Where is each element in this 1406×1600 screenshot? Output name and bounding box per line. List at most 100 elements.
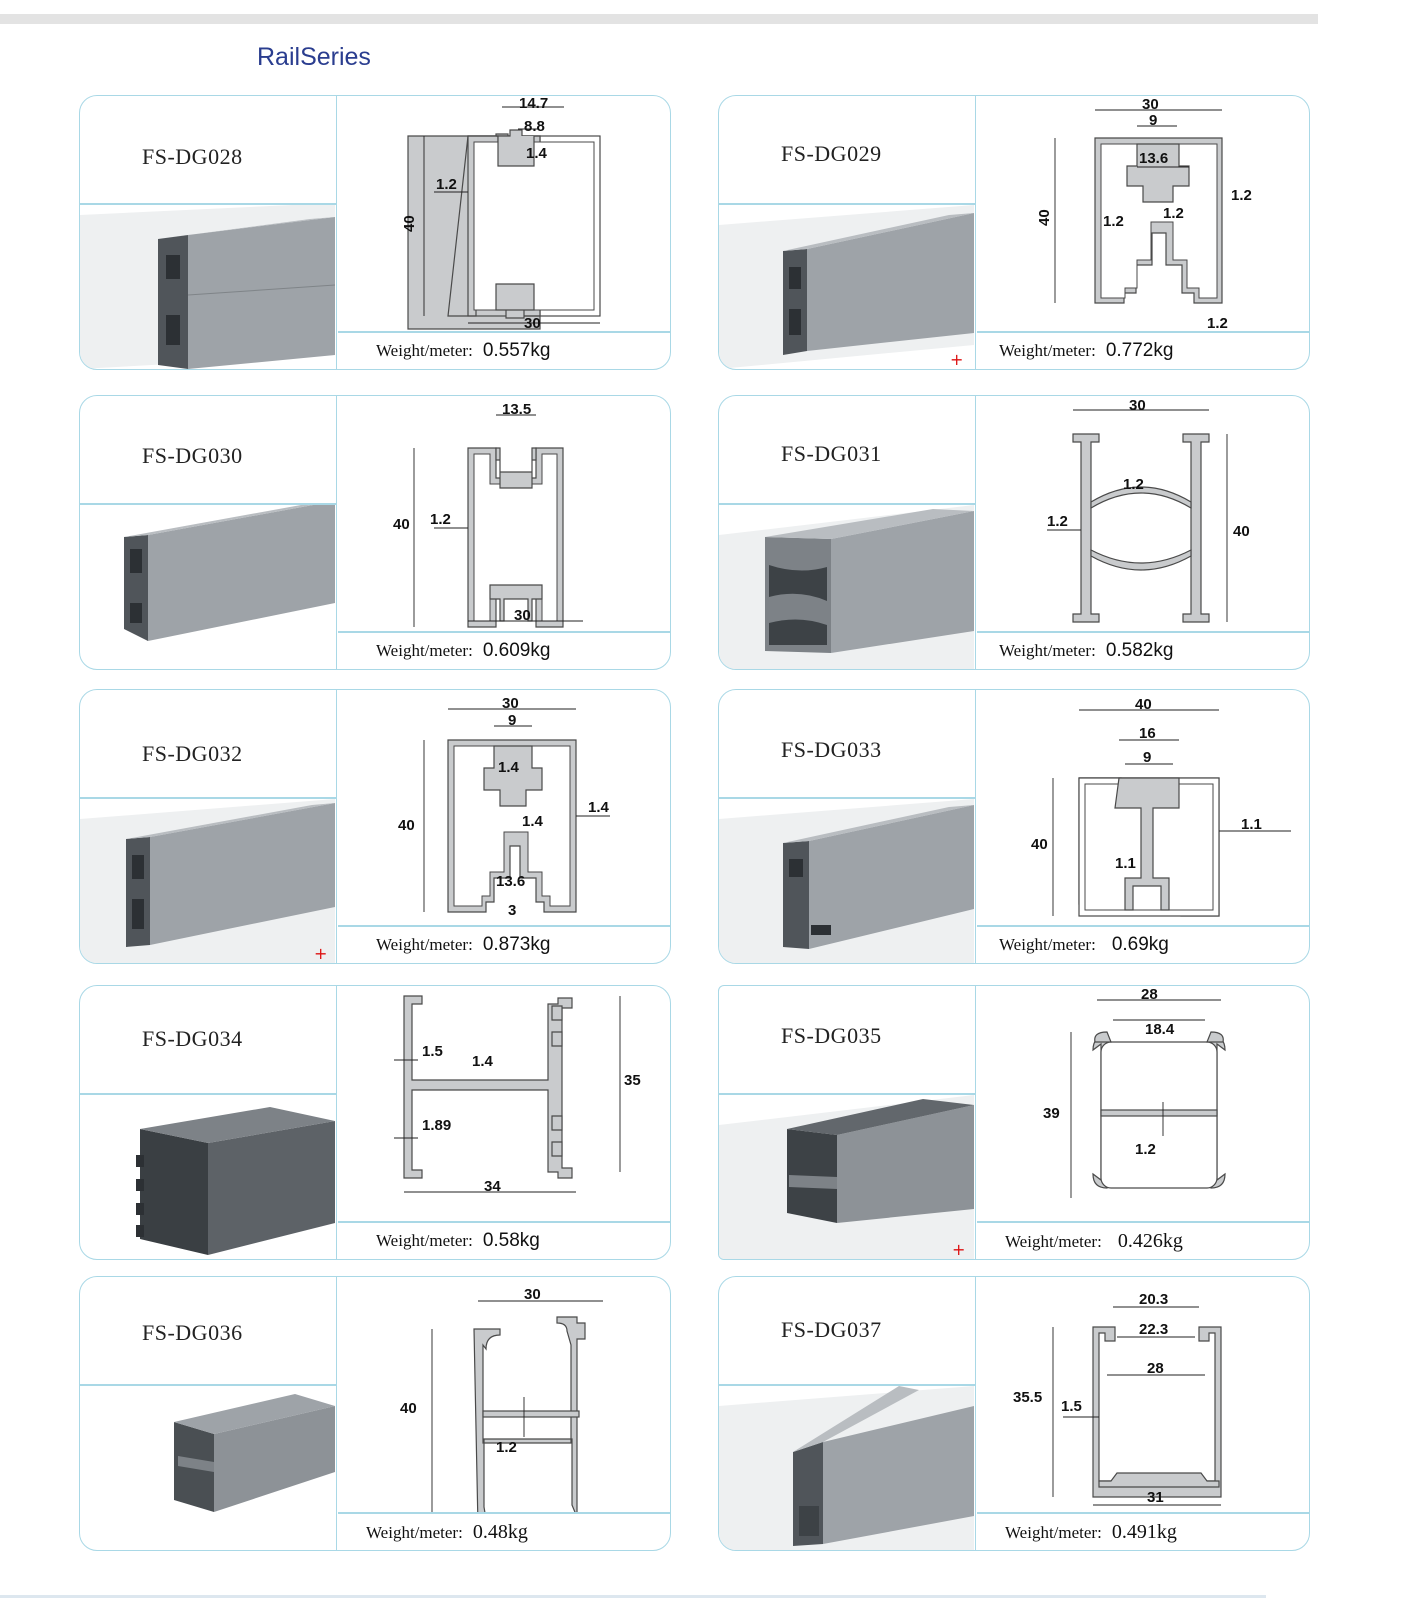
- product-card-dg032: FS-DG032 30 9 1.4 40 1.4 1.4 13.6 3 Weig…: [79, 689, 671, 964]
- dim-label: 1.4: [472, 1053, 494, 1070]
- product-photo: [719, 505, 974, 669]
- bottom-rule: [0, 1595, 1266, 1598]
- divider: [977, 925, 1309, 927]
- weight-label: Weight/meter:: [999, 341, 1096, 360]
- product-card-dg037: FS-DG037 20.3 22.3 28 35.5 1.5 31 Weight…: [718, 1276, 1310, 1551]
- weight-label: Weight/meter:: [1005, 1523, 1102, 1542]
- divider: [338, 925, 670, 927]
- product-photo: [719, 205, 974, 369]
- product-card-dg030: FS-DG030 13.5 40 1.2 30 Weight/meter:0.6…: [79, 395, 671, 670]
- product-info: FS-DG030: [80, 396, 337, 669]
- weight-value: 0.426kg: [1117, 1230, 1183, 1252]
- dim-label: 35.5: [1013, 1389, 1042, 1406]
- weight-value: 0.58kg: [482, 1230, 540, 1251]
- dim-label: 1.2: [1163, 205, 1184, 222]
- product-photo: [719, 799, 974, 963]
- weight-label: Weight/meter:: [376, 935, 473, 954]
- product-card-dg033: FS-DG033 40 16 9 40 1.1 1.1 Weight/meter…: [718, 689, 1310, 964]
- dim-label: 13.5: [502, 401, 531, 418]
- weight-row: Weight/meter: 0.58kg: [338, 1223, 670, 1259]
- dim-label: 1.2: [1135, 1141, 1156, 1158]
- divider: [80, 503, 337, 505]
- product-code: FS-DG036: [142, 1320, 243, 1345]
- weight-row: Weight/meter:0.48kg: [338, 1514, 670, 1550]
- divider: [80, 203, 337, 205]
- divider: [719, 503, 976, 505]
- dim-label: 39: [1043, 1105, 1060, 1122]
- dim-label: 40: [1233, 523, 1250, 540]
- divider: [338, 1221, 670, 1223]
- weight-value: 0.491kg: [1111, 1521, 1177, 1543]
- profile-drawing: 20.3 22.3 28 35.5 1.5 31: [1013, 1291, 1222, 1506]
- dim-label: 1.1: [1241, 816, 1262, 833]
- product-info: FS-DG028: [80, 96, 337, 369]
- weight-label: Weight/meter:: [999, 641, 1096, 660]
- product-photo: [136, 1107, 335, 1255]
- product-card-dg036: FS-DG036 30 40 1.2 Weight/meter:0.48kg: [79, 1276, 671, 1551]
- profile-drawing: 14.7 8.8 1.4 1.2 40 30: [401, 96, 601, 331]
- weight-label: Weight/meter:: [999, 935, 1096, 954]
- weight-label: Weight/meter:: [376, 341, 473, 360]
- dim-label: 40: [1036, 209, 1053, 226]
- dim-label: 34: [484, 1178, 501, 1195]
- divider: [977, 631, 1309, 633]
- dim-label: 1.2: [496, 1439, 517, 1456]
- dim-label: 16: [1139, 725, 1156, 742]
- weight-value: 0.557kg: [482, 340, 551, 361]
- dim-label: 14.7: [519, 96, 548, 112]
- dim-label: 40: [401, 215, 418, 232]
- dim-label: 13.6: [496, 873, 525, 890]
- product-photo: [719, 1095, 974, 1259]
- dim-label: 1.2: [1047, 513, 1068, 530]
- weight-row: Weight/meter: 0.557kg: [338, 333, 670, 369]
- plus-mark: +: [952, 1240, 966, 1259]
- product-info: FS-DG034: [80, 986, 337, 1259]
- weight-label: Weight/meter:: [376, 1231, 473, 1250]
- page-title: RailSeries: [257, 43, 371, 71]
- weight-row: Weight/meter: 0.582kg: [977, 633, 1309, 669]
- profile-drawing: 30 40 1.2: [400, 1286, 603, 1512]
- product-code: FS-DG034: [142, 1026, 243, 1051]
- product-code: FS-DG037: [781, 1317, 882, 1342]
- divider: [80, 797, 337, 799]
- product-code: FS-DG029: [781, 141, 882, 166]
- product-photo: [80, 799, 335, 963]
- profile-drawing: 30 9 1.4 40 1.4 1.4 13.6 3: [398, 695, 610, 919]
- dim-label: 1.2: [436, 176, 457, 193]
- dim-label: 28: [1147, 1360, 1164, 1377]
- product-card-dg034: FS-DG034 1.5 1.4 35 1.89 34 Weight/meter…: [79, 985, 671, 1260]
- product-photo: [719, 1386, 974, 1550]
- dim-label: 40: [1135, 696, 1152, 713]
- weight-row: Weight/meter:0.873kg: [338, 927, 670, 963]
- weight-label: Weight/meter:: [366, 1523, 463, 1542]
- dim-label: 30: [1142, 96, 1159, 113]
- product-code: FS-DG032: [142, 741, 243, 766]
- product-info: FS-DG029: [719, 96, 976, 369]
- dim-label: 1.4: [526, 145, 548, 162]
- dim-label: 1.5: [422, 1043, 443, 1060]
- dim-label: 8.8: [524, 118, 545, 135]
- product-photo: [174, 1394, 335, 1512]
- weight-value: 0.69kg: [1111, 934, 1169, 955]
- dim-label: 18.4: [1145, 1021, 1175, 1038]
- dim-label: 1.4: [588, 799, 610, 816]
- product-card-dg031: FS-DG031 30 1.2 1.2 40 Weight/meter:0.58…: [718, 395, 1310, 670]
- weight-row: Weight/meter: 0.69kg: [977, 927, 1309, 963]
- product-info: FS-DG032: [80, 690, 337, 963]
- dim-label: 40: [1031, 836, 1048, 853]
- dim-label: 1.5: [1061, 1398, 1082, 1415]
- profile-drawing: 1.5 1.4 35 1.89 34: [394, 995, 641, 1195]
- divider: [338, 1512, 670, 1514]
- divider: [338, 631, 670, 633]
- plus-mark: +: [950, 350, 964, 369]
- divider: [977, 1512, 1309, 1514]
- dim-label: 31: [1147, 1489, 1164, 1506]
- weight-value: 0.582kg: [1105, 640, 1174, 661]
- weight-row: Weight/meter:0.772kg: [977, 333, 1309, 369]
- dim-label: 22.3: [1139, 1321, 1168, 1338]
- dim-label: 1.2: [1103, 213, 1124, 230]
- divider: [719, 1384, 976, 1386]
- product-info: FS-DG033: [719, 690, 976, 963]
- dim-label: 1.4: [522, 813, 544, 830]
- dim-label: 20.3: [1139, 1291, 1168, 1308]
